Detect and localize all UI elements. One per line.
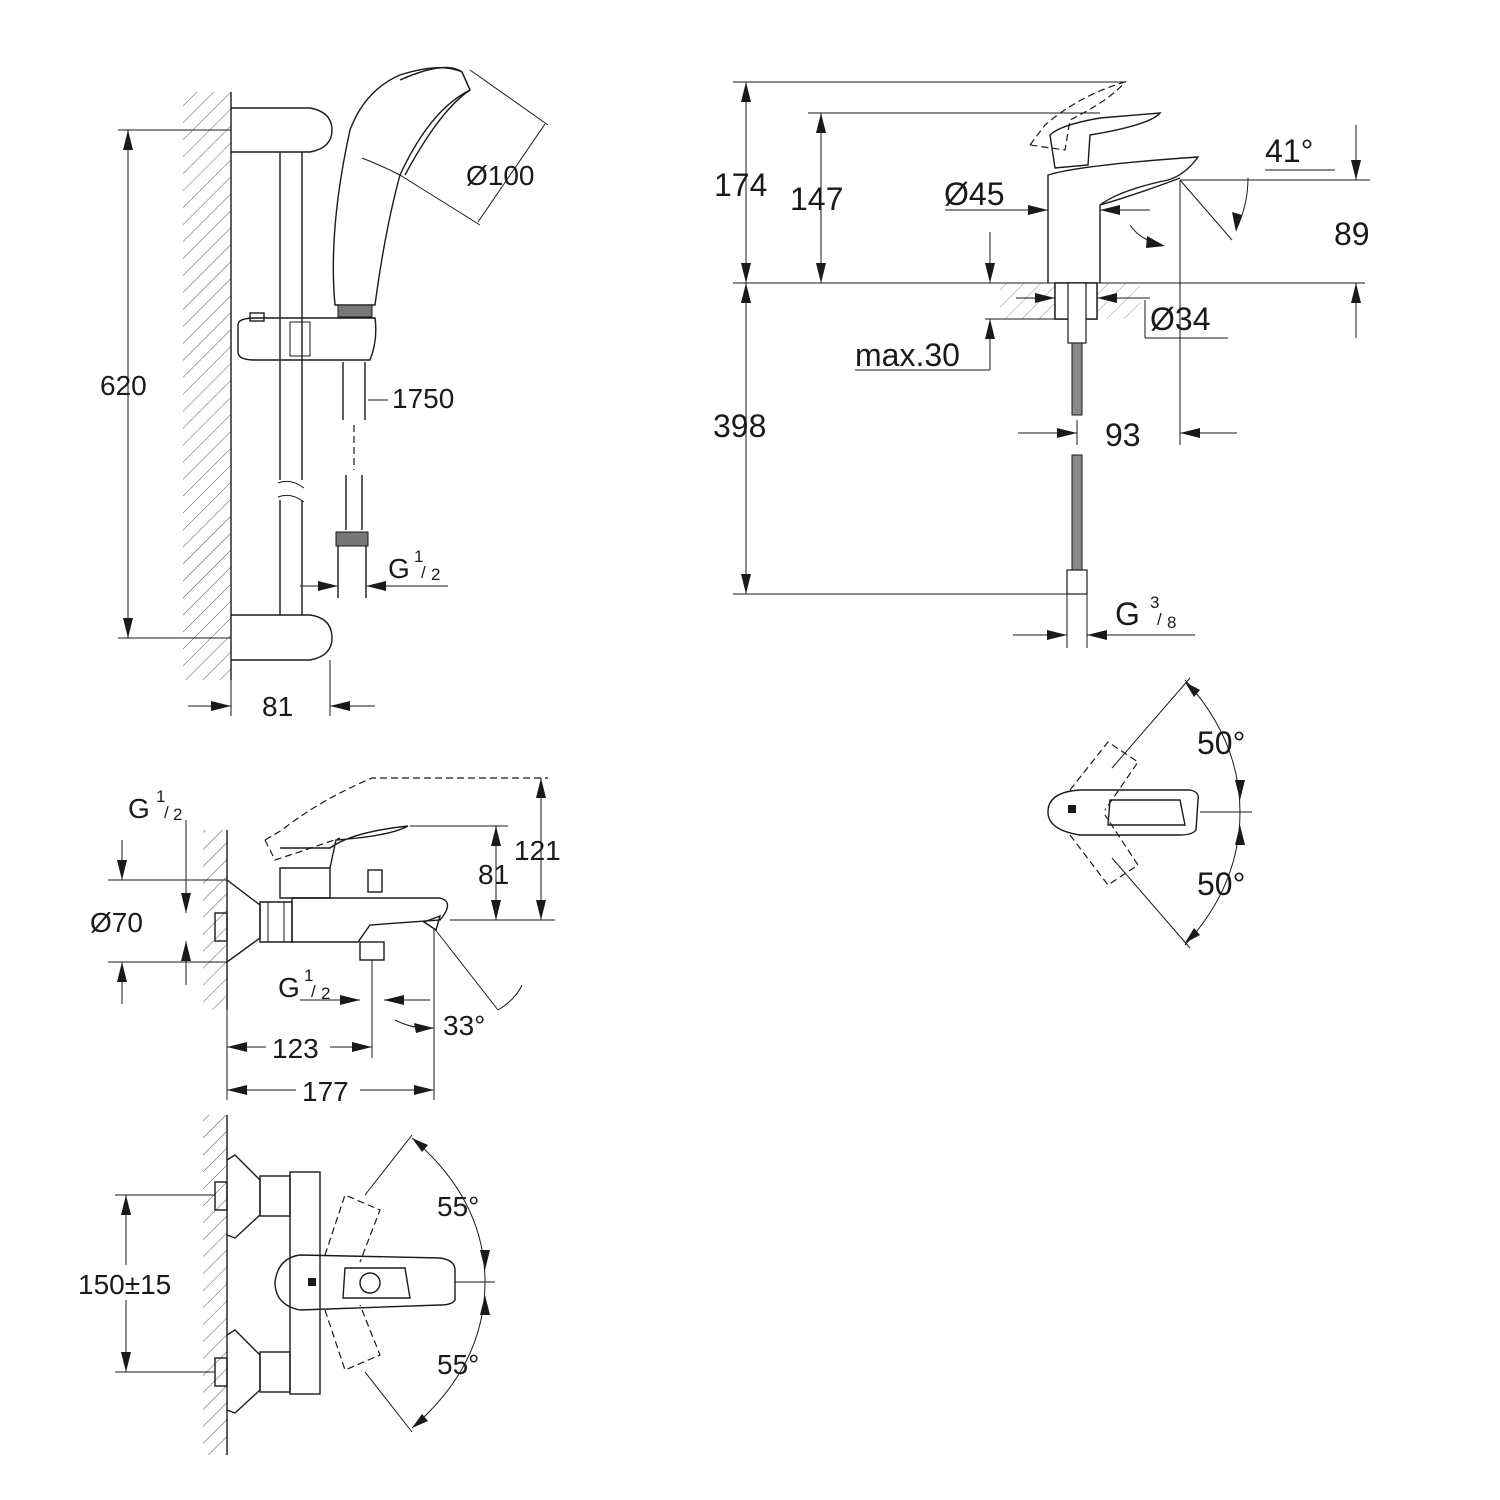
dim-connection-label: G <box>388 553 410 584</box>
bath-mixer-body <box>291 897 449 943</box>
dim-174-label: 174 <box>714 167 767 203</box>
dim-projection-label: 177 <box>302 1076 349 1107</box>
dim-620-label: 620 <box>100 370 147 401</box>
dim-rosette-diameter-label: Ø70 <box>90 907 143 938</box>
dim-lever-angle-upper-label: 55° <box>437 1191 479 1222</box>
dim-inlet-label: G <box>128 793 150 824</box>
dim-81-label: 81 <box>262 691 293 722</box>
svg-text:/: / <box>311 982 316 1001</box>
dim-outlet-height-label: 81 <box>478 859 509 890</box>
dim-spout-reach-label: 93 <box>1105 417 1141 453</box>
dim-body-diameter-label: Ø45 <box>944 176 1004 212</box>
dim-connection-label: G <box>1115 596 1140 632</box>
svg-text:8: 8 <box>1167 613 1176 632</box>
svg-text:1: 1 <box>304 966 313 985</box>
dim-lever-angle-lower-label: 55° <box>437 1349 479 1380</box>
dim-147-label: 147 <box>790 181 843 217</box>
dim-lever-angle-lower-label: 50° <box>1197 866 1245 902</box>
dim-spout-clearance-label: 89 <box>1334 216 1370 252</box>
svg-text:/: / <box>164 803 169 822</box>
dim-398-label: 398 <box>713 408 766 444</box>
dim-spout-angle-label: 33° <box>443 1010 485 1041</box>
rosette <box>226 879 261 963</box>
basin-lever <box>1049 112 1162 169</box>
svg-text:2: 2 <box>173 805 182 824</box>
bath-lever-top-view <box>274 1254 456 1311</box>
wall-hatch <box>183 92 231 680</box>
svg-text:2: 2 <box>431 565 440 584</box>
shower-set-view: 620 Ø100 1750 G 1 / 2 81 <box>100 66 549 722</box>
rail-slider <box>237 317 377 361</box>
dim-outlet-distance-label: 123 <box>272 1033 319 1064</box>
dim-swivel-angle-label: 41° <box>1265 133 1313 169</box>
dim-total-height-label: 121 <box>514 835 561 866</box>
svg-text:2: 2 <box>321 984 330 1003</box>
handshower <box>332 66 471 306</box>
svg-text:/: / <box>421 563 426 582</box>
basin-mixer-view: 174 147 Ø45 41° 89 Ø34 <box>713 80 1370 949</box>
dim-lever-angle-upper-label: 50° <box>1197 725 1245 761</box>
dim-head-diameter-label: Ø100 <box>466 160 535 191</box>
svg-text:1: 1 <box>414 547 423 566</box>
rail-bracket-bottom <box>231 614 333 661</box>
slide-rail <box>279 152 303 615</box>
dim-hose-length-label: 1750 <box>392 383 454 414</box>
svg-text:/: / <box>1157 610 1162 629</box>
dim-outlet-label: G <box>278 972 300 1003</box>
bath-lever <box>280 825 409 869</box>
dim-centres-label: 150±15 <box>78 1269 171 1300</box>
bath-mixer-side-view: G 1 / 2 Ø70 81 121 G 1 / 2 <box>90 777 561 1107</box>
svg-text:3: 3 <box>1150 593 1159 612</box>
basin-lever-top-view <box>1047 789 1200 836</box>
rail-bracket-top <box>231 107 333 153</box>
dim-max-thickness-label: max.30 <box>855 337 960 373</box>
basin-mixer-body <box>1047 156 1200 283</box>
bath-mixer-top-view: 55° 55° 150±15 <box>78 1115 495 1455</box>
bath-mixer-body-top <box>289 1171 321 1395</box>
svg-text:1: 1 <box>156 787 165 806</box>
